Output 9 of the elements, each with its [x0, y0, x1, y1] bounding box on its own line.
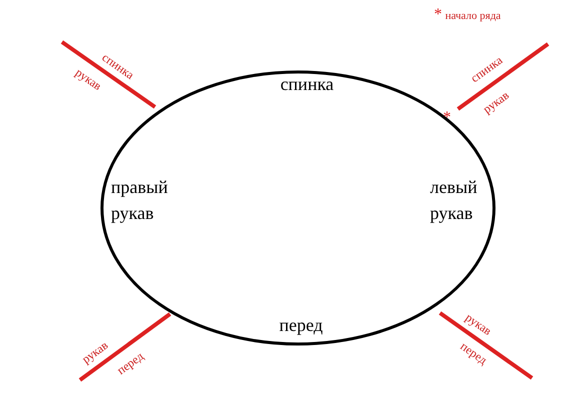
- asterisk-mark: *: [434, 6, 442, 24]
- seam-label: рукав: [462, 311, 494, 339]
- part-label: спинка: [280, 75, 334, 95]
- part-label: правый рукав: [111, 176, 169, 225]
- legend-text: начало ряда: [445, 10, 501, 22]
- part-label: левый рукав: [430, 176, 478, 225]
- part-label: перед: [279, 316, 323, 336]
- seam-label: рукав: [72, 66, 104, 94]
- asterisk-mark: *: [443, 109, 451, 127]
